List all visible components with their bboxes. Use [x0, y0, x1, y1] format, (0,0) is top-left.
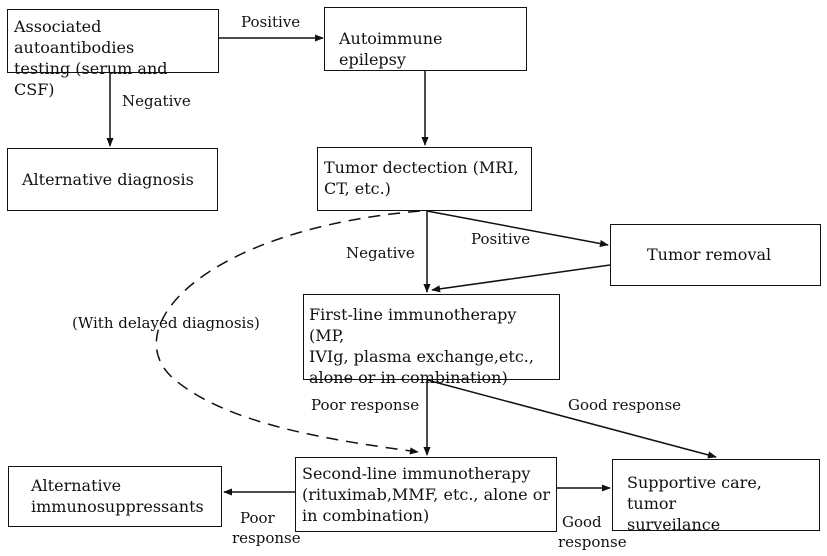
label-good-line-1: Good: [562, 513, 602, 531]
tumor-detection-line-1: Tumor dectection (MRI,: [324, 158, 519, 177]
label-positive-testing: Positive: [241, 13, 301, 31]
antibody-testing-box: Associated autoantibodies testing (serum…: [7, 9, 219, 99]
second-line-line-1: Second-line immunotherapy: [302, 464, 531, 483]
first-line-line-2: IVIg, plasma exchange,etc.,: [309, 347, 534, 366]
second-line-line-2: (rituximab,MMF, etc., alone or: [302, 485, 551, 504]
label-negative-detection: Negative: [346, 244, 415, 262]
edge-firstline-to-supportive: [426, 379, 717, 459]
tumor-detection-box: Tumor dectection (MRI, CT, etc.): [317, 147, 532, 211]
edge-removal-to-firstline: [431, 264, 611, 293]
first-line-box: First-line immunotherapy (MP, IVIg, plas…: [303, 294, 560, 387]
label-poor-response-secondline: Poor response: [232, 508, 301, 548]
alt-immunosuppressants-box: Alternative immunosuppressants: [8, 466, 222, 527]
autoimmune-epilepsy-box: Autoimmune epilepsy: [324, 7, 527, 71]
label-good-response-secondline: Good response: [558, 512, 627, 552]
supportive-care-line-2: surveilance: [627, 515, 721, 534]
label-poor-line-2: response: [232, 529, 301, 547]
label-poor-line-1: Poor: [240, 509, 275, 527]
first-line-line-1: First-line immunotherapy (MP,: [309, 305, 517, 345]
label-poor-response-firstline: Poor response: [311, 396, 420, 414]
label-delayed-diagnosis: (With delayed diagnosis): [72, 314, 260, 332]
tumor-detection-line-2: CT, etc.): [324, 179, 391, 198]
tumor-removal-line-1: Tumor removal: [647, 245, 772, 264]
alternative-diagnosis-line-1: Alternative diagnosis: [22, 170, 194, 189]
edge-detection-to-removal: [426, 210, 609, 248]
autoimmune-epilepsy-line-1: Autoimmune epilepsy: [339, 29, 443, 69]
second-line-line-3: in combination): [302, 506, 430, 525]
tumor-removal-box: Tumor removal: [610, 224, 821, 286]
antibody-testing-line-2: testing (serum and CSF): [14, 59, 168, 99]
second-line-box: Second-line immunotherapy (rituximab,MMF…: [295, 457, 557, 532]
supportive-care-box: Supportive care, tumor surveilance: [612, 459, 820, 534]
alternative-diagnosis-box: Alternative diagnosis: [7, 148, 218, 211]
label-good-line-2: response: [558, 533, 627, 551]
antibody-testing-line-1: Associated autoantibodies: [14, 17, 135, 57]
label-good-response-firstline: Good response: [568, 396, 682, 414]
label-positive-detection: Positive: [471, 230, 531, 248]
first-line-line-3: alone or in combination): [309, 368, 508, 387]
alt-immunosuppressants-line-1: Alternative: [31, 476, 122, 495]
supportive-care-line-1: Supportive care, tumor: [627, 473, 762, 513]
alt-immunosuppressants-line-2: immunosuppressants: [31, 497, 204, 516]
edge-delayed-diagnosis: [155, 210, 421, 455]
label-negative-testing: Negative: [122, 92, 191, 110]
